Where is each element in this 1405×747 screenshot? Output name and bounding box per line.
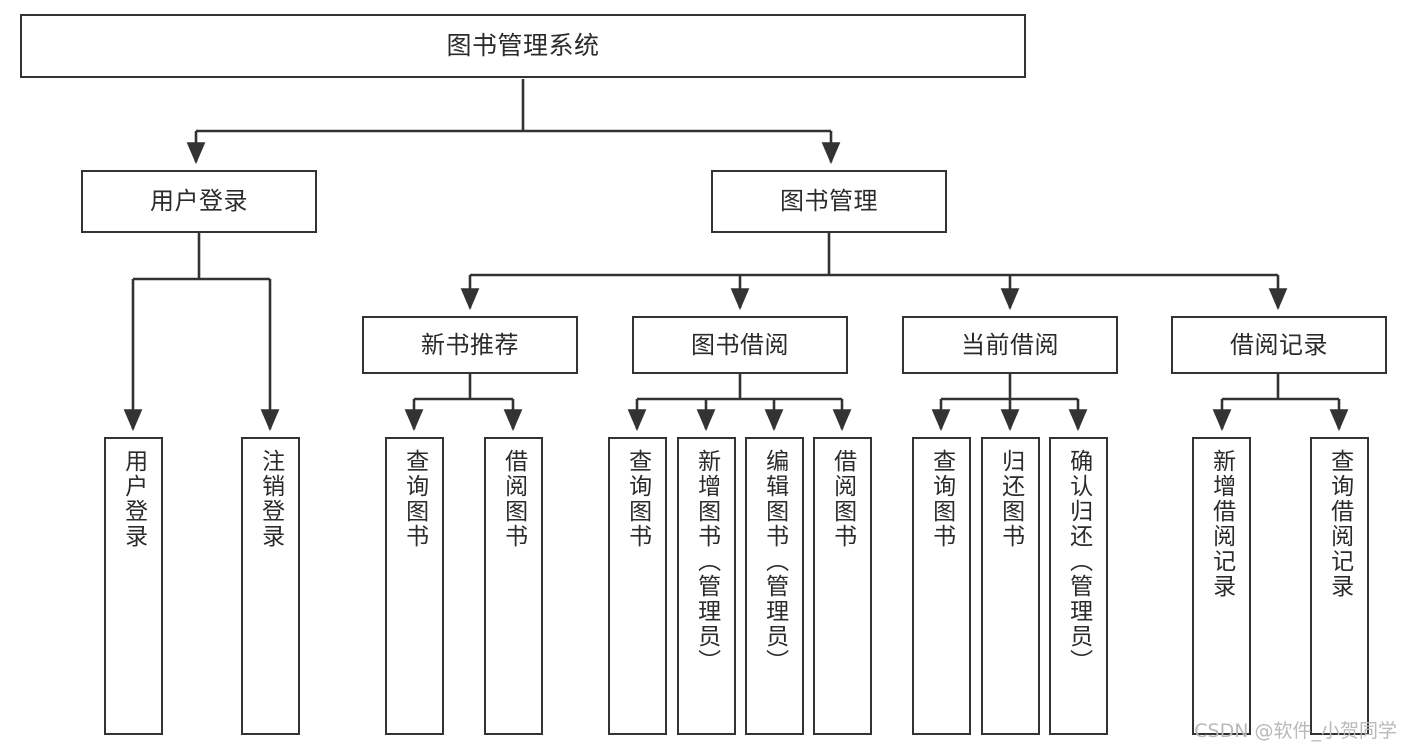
node-label: 借阅图书 bbox=[829, 449, 856, 549]
node-user-login[interactable]: 用户登录 bbox=[81, 170, 317, 233]
node-current-borrow[interactable]: 当前借阅 bbox=[902, 316, 1118, 374]
node-label: 当前借阅 bbox=[961, 330, 1059, 359]
leaf-query-book-new[interactable]: 查询图书 bbox=[385, 437, 444, 735]
node-label: 查询借阅记录 bbox=[1326, 449, 1353, 599]
node-book-borrow[interactable]: 图书借阅 bbox=[632, 316, 848, 374]
leaf-add-borrow-record[interactable]: 新增借阅记录 bbox=[1192, 437, 1251, 735]
leaf-borrow-book[interactable]: 借阅图书 bbox=[813, 437, 872, 735]
leaf-edit-book-admin[interactable]: 编辑图书（管理员） bbox=[745, 437, 804, 735]
node-label: 归还图书 bbox=[997, 449, 1024, 549]
node-label: 图书借阅 bbox=[691, 330, 789, 359]
leaf-user-login[interactable]: 用户登录 bbox=[104, 437, 163, 735]
node-label: 图书管理系统 bbox=[446, 31, 600, 61]
node-label: 用户登录 bbox=[150, 187, 248, 216]
node-borrow-record[interactable]: 借阅记录 bbox=[1171, 316, 1387, 374]
node-label: 新书推荐 bbox=[421, 330, 519, 359]
node-label: 确认归还（管理员） bbox=[1065, 449, 1092, 674]
node-label: 查询图书 bbox=[624, 449, 651, 549]
leaf-query-borrow-record[interactable]: 查询借阅记录 bbox=[1310, 437, 1369, 735]
node-label: 编辑图书（管理员） bbox=[761, 449, 788, 674]
leaf-user-logout[interactable]: 注销登录 bbox=[241, 437, 300, 735]
node-label: 新增图书（管理员） bbox=[693, 449, 720, 674]
node-label: 用户登录 bbox=[120, 449, 147, 549]
node-label: 借阅记录 bbox=[1230, 330, 1328, 359]
node-label: 图书管理 bbox=[780, 187, 878, 216]
node-label: 查询图书 bbox=[401, 449, 428, 549]
node-root-system[interactable]: 图书管理系统 bbox=[20, 14, 1026, 78]
leaf-confirm-return-admin[interactable]: 确认归还（管理员） bbox=[1049, 437, 1108, 735]
leaf-query-book-current[interactable]: 查询图书 bbox=[912, 437, 971, 735]
leaf-borrow-book-new[interactable]: 借阅图书 bbox=[484, 437, 543, 735]
node-label: 注销登录 bbox=[257, 449, 284, 549]
node-label: 新增借阅记录 bbox=[1208, 449, 1235, 599]
node-new-book-recommend[interactable]: 新书推荐 bbox=[362, 316, 578, 374]
csdn-watermark: CSDN @软件_小贺同学 bbox=[1194, 720, 1397, 742]
leaf-return-book[interactable]: 归还图书 bbox=[981, 437, 1040, 735]
leaf-add-book-admin[interactable]: 新增图书（管理员） bbox=[677, 437, 736, 735]
node-label: 查询图书 bbox=[928, 449, 955, 549]
leaf-query-book-borrow[interactable]: 查询图书 bbox=[608, 437, 667, 735]
node-book-management[interactable]: 图书管理 bbox=[711, 170, 947, 233]
node-label: 借阅图书 bbox=[500, 449, 527, 549]
